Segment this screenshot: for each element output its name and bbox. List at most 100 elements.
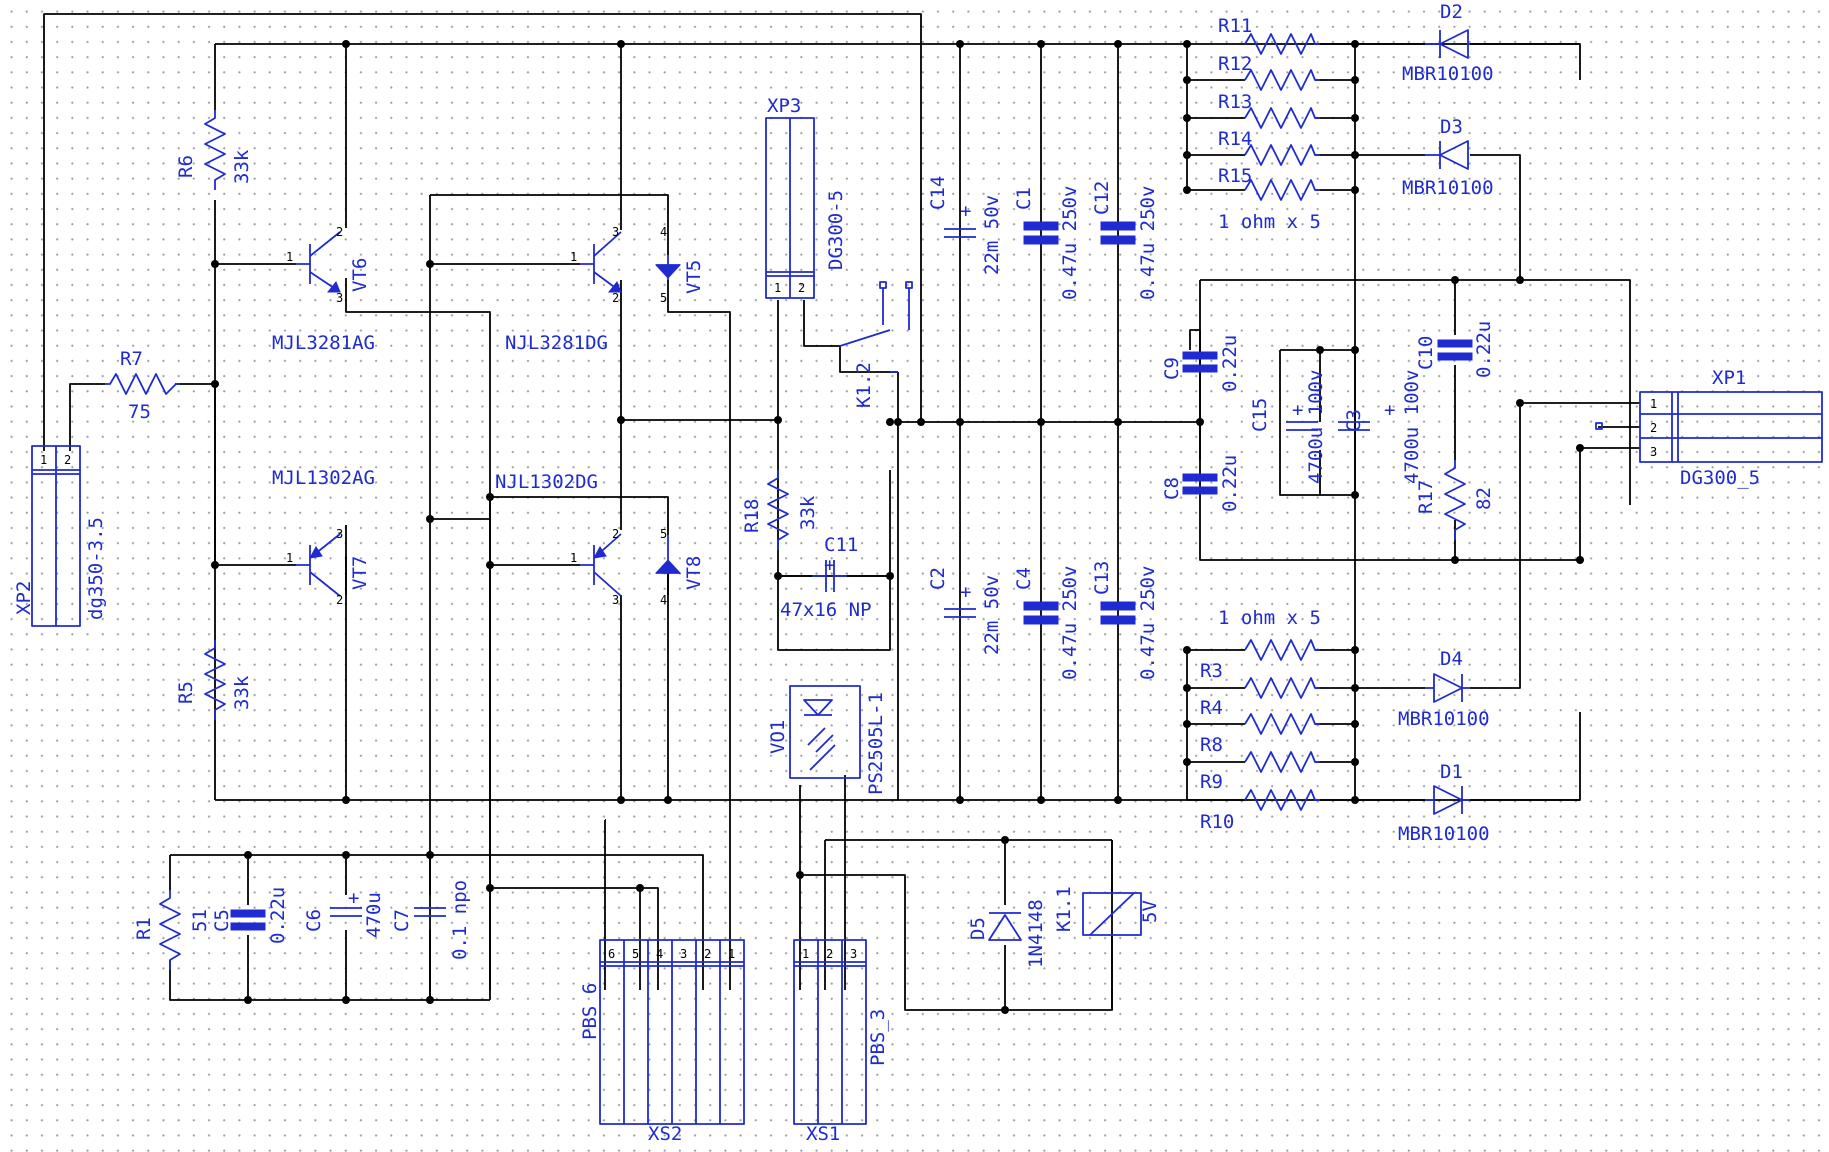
diode-d3 bbox=[1425, 140, 1469, 170]
label-c9: C9 bbox=[1161, 357, 1183, 380]
label-r18: R18 bbox=[741, 499, 763, 533]
pin-xp1-2: 2 bbox=[1650, 421, 1657, 435]
label-c11-value: 47x16 NP bbox=[780, 599, 872, 621]
resistor-r6 bbox=[204, 110, 226, 190]
capacitor-c11 bbox=[812, 560, 847, 592]
pin-vt7-1: 1 bbox=[286, 551, 293, 565]
label-r11: R11 bbox=[1218, 15, 1252, 37]
pin-vt5-1: 1 bbox=[570, 250, 577, 264]
pin-xs1-3: 3 bbox=[850, 947, 857, 961]
label-xp1-value: DG300_5 bbox=[1680, 467, 1760, 489]
rotated-labels: R6 33k R5 33k VT6 VT7 VT5 VT8 XP2 dg350-… bbox=[13, 149, 1495, 1066]
label-d2-value: MBR10100 bbox=[1402, 63, 1494, 85]
label-r12: R12 bbox=[1218, 53, 1252, 75]
capacitor-c1 bbox=[1023, 221, 1059, 245]
capacitor-c7 bbox=[414, 907, 446, 917]
label-vo1-value: PS2505L-1 bbox=[865, 692, 887, 795]
resistor-r17 bbox=[1444, 460, 1466, 540]
resistor-r5 bbox=[204, 640, 226, 720]
label-c2-value: 22m 50v bbox=[981, 575, 1003, 655]
label-d3: D3 bbox=[1440, 116, 1463, 138]
label-r18-value: 33k bbox=[797, 495, 819, 530]
label-d2: D2 bbox=[1440, 1, 1463, 23]
label-r5: R5 bbox=[175, 681, 197, 704]
label-c12: C12 bbox=[1091, 181, 1113, 215]
connector-xp3 bbox=[765, 117, 815, 299]
capacitor-c5 bbox=[230, 909, 266, 931]
label-c6: C6 bbox=[303, 909, 325, 932]
label-r1-value: 51 bbox=[189, 909, 211, 932]
label-c2: C2 bbox=[927, 567, 949, 590]
wires bbox=[43, 13, 1640, 1011]
label-r4: R4 bbox=[1200, 697, 1223, 719]
label-k11: K1.1 bbox=[1053, 886, 1075, 932]
label-r8: R8 bbox=[1200, 734, 1223, 756]
label-xs1-value: PBS_3 bbox=[867, 1009, 889, 1066]
label-k11-value: 5V bbox=[1139, 900, 1161, 923]
capacitor-c2 bbox=[944, 608, 976, 618]
pin-vt5-2: 2 bbox=[612, 291, 619, 305]
label-c14-value: 22m 50v bbox=[981, 195, 1003, 275]
transistor-vt6 bbox=[296, 231, 341, 293]
pin-vt8-2: 2 bbox=[612, 527, 619, 541]
capacitor-c15 bbox=[1286, 421, 1318, 431]
optocoupler-vo1 bbox=[789, 685, 861, 779]
pin-vt7-2: 2 bbox=[336, 593, 343, 607]
label-d1-value: MBR10100 bbox=[1398, 823, 1490, 845]
label-c15-value: 4700u 100v bbox=[1305, 370, 1327, 484]
label-d5: D5 bbox=[967, 917, 989, 940]
pin-vt5-3: 3 bbox=[612, 225, 619, 239]
resistor-bank-bottom bbox=[1244, 639, 1320, 811]
label-xp3: XP3 bbox=[767, 95, 801, 117]
label-xp2: XP2 bbox=[13, 581, 35, 615]
label-vt8: VT8 bbox=[683, 556, 705, 590]
label-ohm-bottom: 1 ohm x 5 bbox=[1218, 607, 1321, 629]
label-d1: D1 bbox=[1440, 761, 1463, 783]
capacitor-c9 bbox=[1182, 351, 1218, 373]
label-r14: R14 bbox=[1218, 128, 1252, 150]
capacitor-c6 bbox=[330, 907, 362, 917]
label-r9: R9 bbox=[1200, 771, 1223, 793]
label-c6-value: 470u bbox=[363, 892, 385, 938]
pin-vt8-5: 5 bbox=[660, 527, 667, 541]
label-r17: R17 bbox=[1415, 480, 1437, 514]
capacitor-c8 bbox=[1182, 473, 1218, 495]
pin-xs1-2: 2 bbox=[826, 947, 833, 961]
pin-vt5-5: 5 bbox=[660, 291, 667, 305]
label-d5-value: 1N4148 bbox=[1025, 899, 1047, 968]
label-d4-value: MBR10100 bbox=[1398, 708, 1490, 730]
component-labels: R11 R12 R13 R14 R15 1 ohm x 5 1 ohm x 5 … bbox=[40, 1, 1760, 1145]
diode-d2 bbox=[1425, 29, 1470, 59]
resistor-r18 bbox=[767, 470, 789, 550]
pin-xp1-1: 1 bbox=[1650, 397, 1657, 411]
plus-c11: + bbox=[824, 554, 835, 576]
label-c11: C11 bbox=[824, 534, 858, 556]
label-r6-value: 33k bbox=[231, 149, 253, 184]
diode-d1 bbox=[1425, 785, 1470, 815]
connector-xp2 bbox=[31, 445, 81, 627]
label-vt6: VT6 bbox=[349, 258, 371, 292]
label-r6: R6 bbox=[175, 155, 197, 178]
label-xp2-value: dg350-3.5 bbox=[85, 517, 107, 620]
label-vo1: VO1 bbox=[767, 720, 789, 754]
pin-vt8-3: 3 bbox=[612, 593, 619, 607]
pin-xs1-1: 1 bbox=[802, 947, 809, 961]
plus-c3: + bbox=[1384, 399, 1395, 421]
label-r10: R10 bbox=[1200, 811, 1234, 833]
label-r17-value: 82 bbox=[1473, 487, 1495, 510]
capacitor-c4 bbox=[1023, 601, 1059, 625]
label-c8: C8 bbox=[1161, 477, 1183, 500]
pin-xp3-2: 2 bbox=[798, 281, 805, 295]
plus-c2: + bbox=[960, 581, 971, 603]
capacitor-c13 bbox=[1100, 601, 1136, 625]
pin-xp2-2: 2 bbox=[64, 453, 71, 467]
pin-xs2-1: 1 bbox=[728, 947, 735, 961]
connector-xp1 bbox=[1595, 391, 1823, 463]
label-d4: D4 bbox=[1440, 648, 1463, 670]
label-vt7: VT7 bbox=[349, 556, 371, 590]
capacitor-c3 bbox=[1338, 421, 1370, 431]
label-r7: R7 bbox=[120, 348, 143, 370]
pin-xp2-1: 1 bbox=[40, 453, 47, 467]
label-c5-value: 0.22u bbox=[267, 887, 289, 944]
